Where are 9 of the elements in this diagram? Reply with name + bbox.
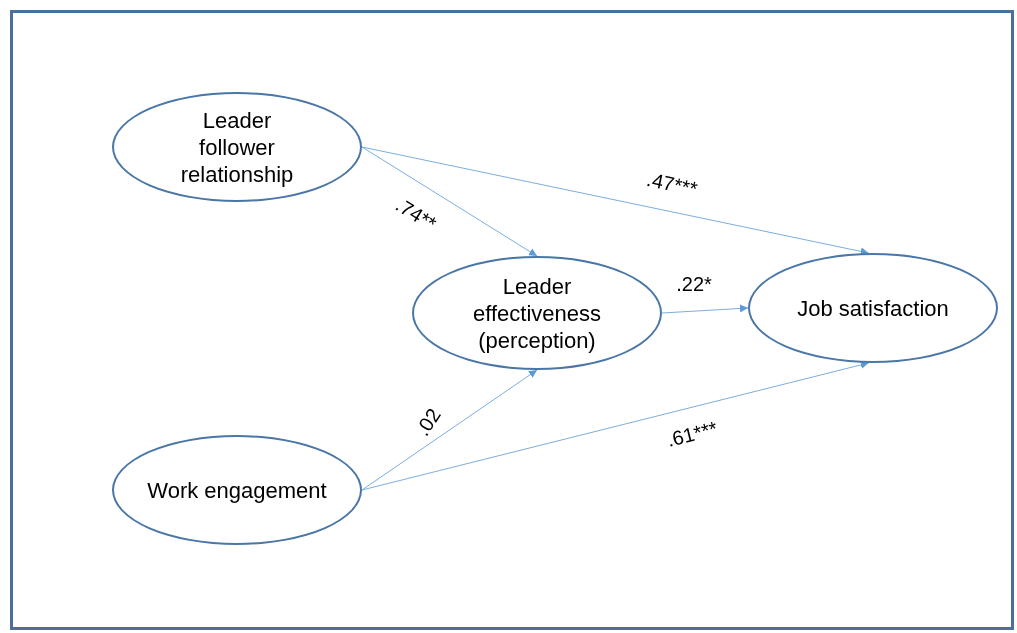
arrow [361, 146, 538, 257]
arrow [361, 146, 870, 256]
node-label: Leader effectiveness (perception) [472, 272, 602, 354]
node-label: Work engagement [147, 476, 327, 504]
arrow [661, 304, 749, 314]
arrow [361, 369, 538, 491]
node-label: Leader follower relationship [179, 106, 295, 188]
arrow [361, 361, 870, 491]
node-label: Job satisfaction [797, 294, 949, 322]
